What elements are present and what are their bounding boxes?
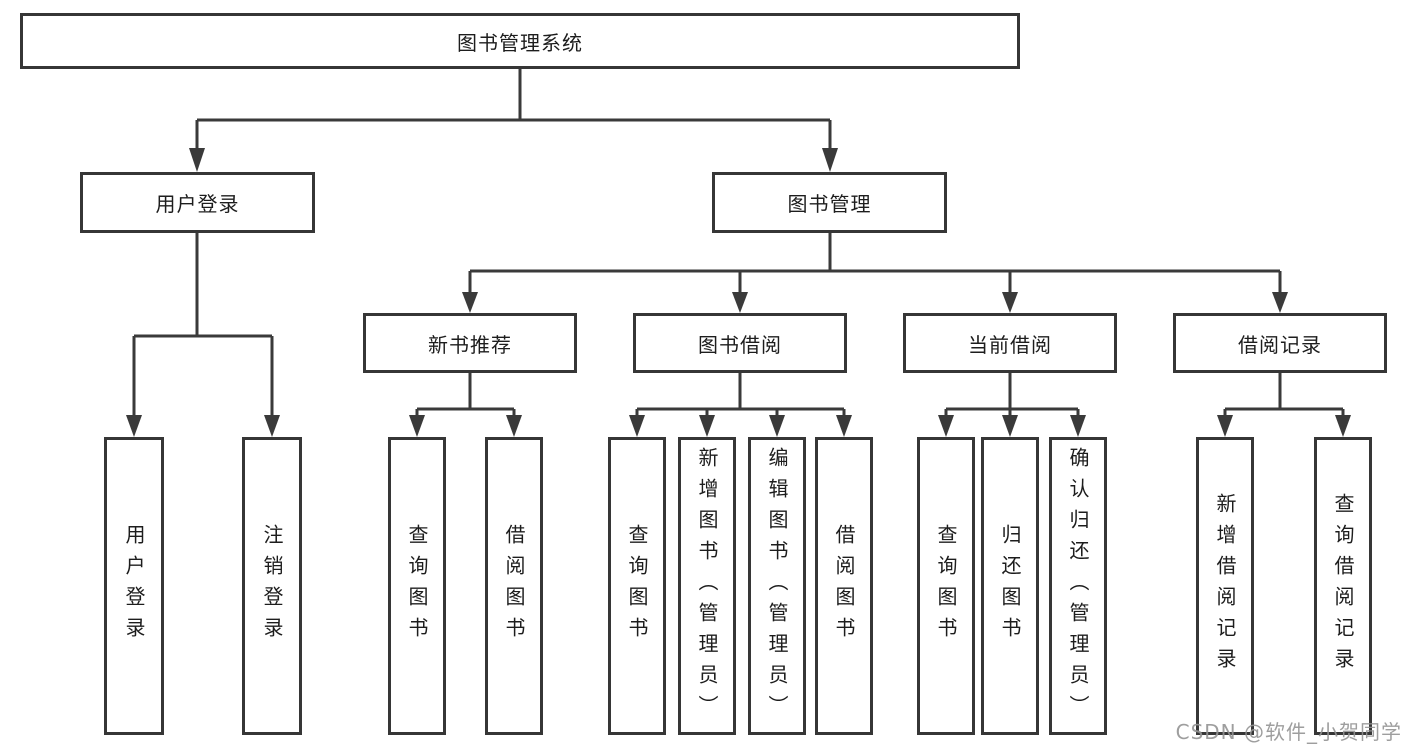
leaf-add-book-admin: 新增图书（管理员）: [678, 437, 736, 735]
leaf-query-borrow-record: 查询借阅记录: [1314, 437, 1372, 735]
node-library-management-system: 图书管理系统: [20, 13, 1020, 69]
leaf-confirm-return-admin: 确认归还（管理员）: [1049, 437, 1107, 735]
leaf-query-books-current: 查询图书: [917, 437, 975, 735]
leaf-borrow-books-recommend: 借阅图书: [485, 437, 543, 735]
node-book-management: 图书管理: [712, 172, 947, 233]
csdn-watermark: CSDN @软件_小贺同学: [1175, 720, 1402, 744]
node-borrow-records: 借阅记录: [1173, 313, 1387, 373]
leaf-logout: 注销登录: [242, 437, 302, 735]
node-book-borrow: 图书借阅: [633, 313, 847, 373]
leaf-query-books-recommend: 查询图书: [388, 437, 446, 735]
node-new-book-recommend: 新书推荐: [363, 313, 577, 373]
leaf-user-login: 用户登录: [104, 437, 164, 735]
node-current-borrow: 当前借阅: [903, 313, 1117, 373]
leaf-edit-book-admin: 编辑图书（管理员）: [748, 437, 806, 735]
leaf-query-books-borrow: 查询图书: [608, 437, 666, 735]
leaf-add-borrow-record: 新增借阅记录: [1196, 437, 1254, 735]
leaf-return-books: 归还图书: [981, 437, 1039, 735]
node-user-login: 用户登录: [80, 172, 315, 233]
arrow-heads: [126, 148, 1351, 437]
leaf-borrow-books: 借阅图书: [815, 437, 873, 735]
